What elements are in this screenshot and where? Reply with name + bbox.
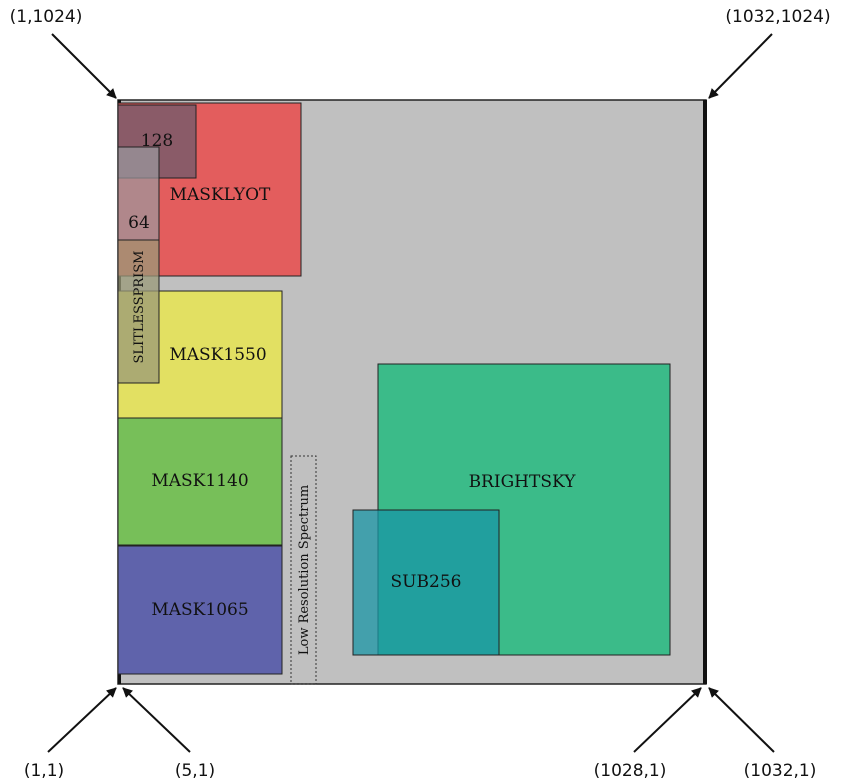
- sub128-label: 128: [141, 131, 173, 151]
- arrow-bottom-left: [47, 687, 117, 753]
- masklyot-label: MASKLYOT: [170, 185, 271, 205]
- mask1065-label: MASK1065: [151, 600, 248, 620]
- low-res-spectrum-label: Low Resolution Spectrum: [297, 485, 312, 655]
- mask1140-region: [117, 417, 283, 546]
- arrow-top-right: [708, 33, 773, 99]
- corner-label-bottom-right-inner: (1028,1): [594, 761, 667, 781]
- brightsky-label: BRIGHTSKY: [469, 472, 577, 492]
- mask1065-region: [117, 545, 283, 675]
- corner-label-bottom-left-inner: (5,1): [175, 761, 215, 781]
- sub256-label: SUB256: [391, 572, 462, 592]
- arrow-bottom-right-inner: [633, 687, 702, 753]
- corner-label-bottom-left: (1,1): [24, 761, 64, 781]
- low-res-spectrum-region: [290, 455, 317, 685]
- corner-label-top-right: (1032,1024): [725, 7, 830, 27]
- sub64-label: 64: [128, 213, 150, 233]
- arrow-bottom-left-inner: [122, 687, 191, 753]
- corner-label-bottom-right: (1032,1): [744, 761, 817, 781]
- sub256-region: [352, 509, 500, 656]
- mask1550-label: MASK1550: [169, 345, 266, 365]
- mask1140-label: MASK1140: [151, 471, 248, 491]
- right-reference-strip: [703, 100, 707, 684]
- arrow-bottom-right: [708, 687, 775, 753]
- slitlessprism-region: [117, 239, 160, 384]
- corner-label-top-left: (1,1024): [10, 7, 83, 27]
- slitlessprism-label: SLITLESSPRISM: [132, 251, 147, 364]
- arrow-top-left: [51, 33, 117, 99]
